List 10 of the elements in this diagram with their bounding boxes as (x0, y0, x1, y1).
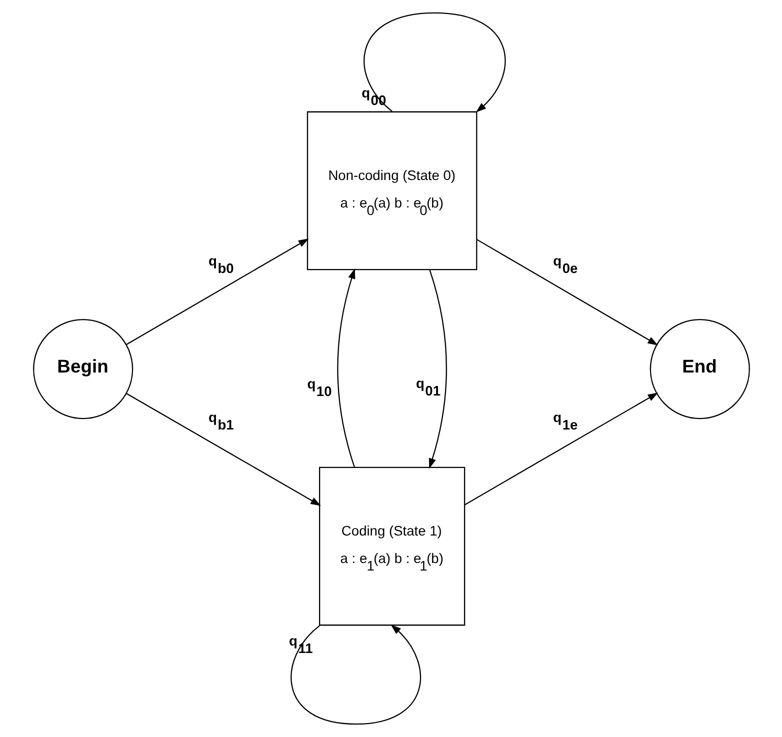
node-circle: End (649, 319, 750, 420)
node-circle: Begin (32, 319, 133, 420)
arrow (125, 238, 308, 346)
arrow (464, 392, 658, 506)
arrow (476, 238, 658, 346)
arrow (363, 12, 506, 112)
arrow (336, 268, 355, 468)
arrow (125, 392, 320, 506)
arrow (290, 624, 420, 725)
arrow (428, 270, 446, 469)
